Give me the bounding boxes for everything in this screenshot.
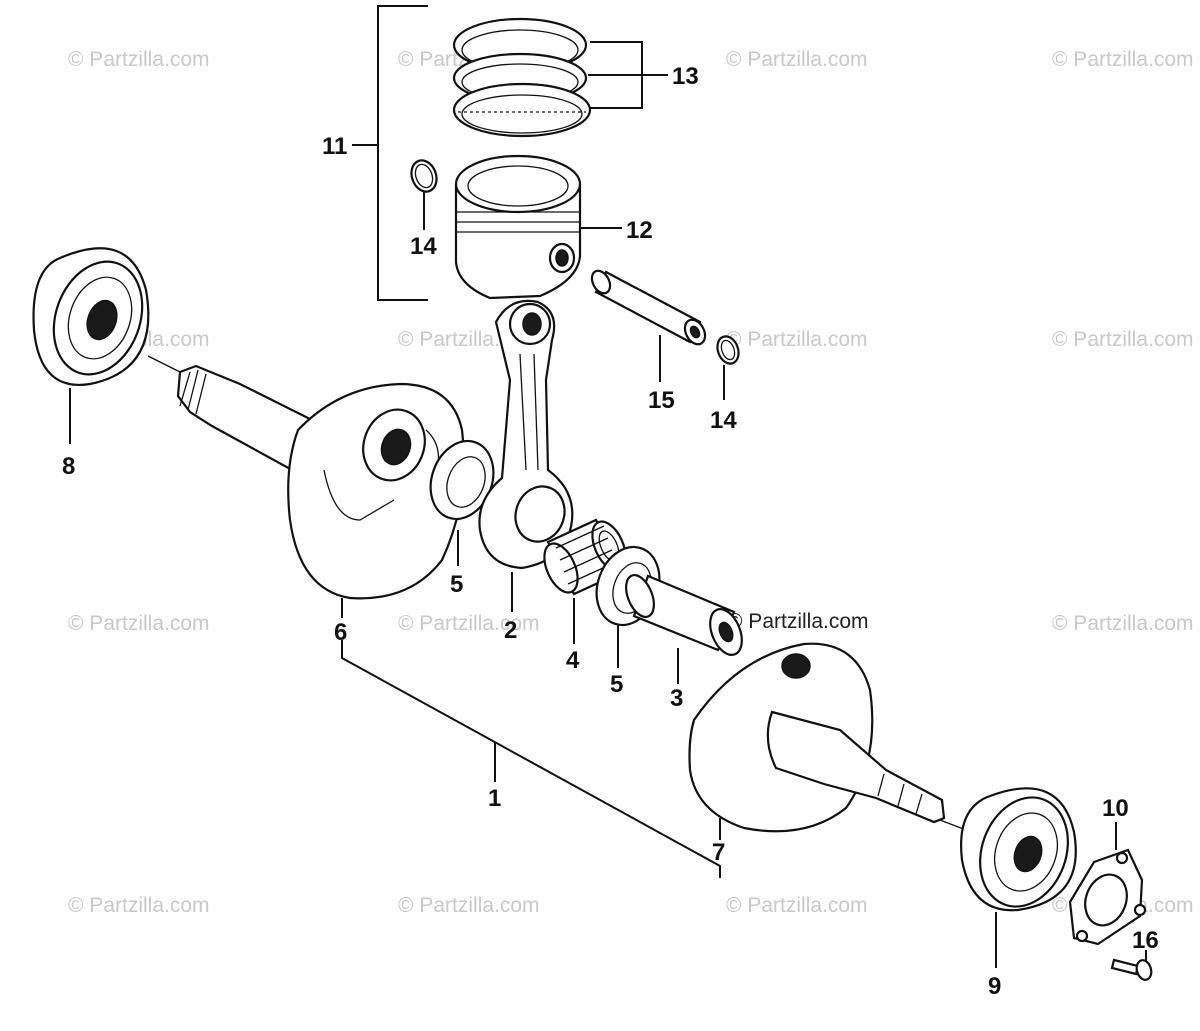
callout-3: 3 xyxy=(670,685,683,712)
callout-labels: 1 2 3 4 5 5 6 7 8 9 10 11 12 13 14 14 15… xyxy=(62,63,1159,1000)
callout-16: 16 xyxy=(1132,927,1159,954)
callout-13: 13 xyxy=(672,63,699,90)
watermark: © Partzilla.com xyxy=(1052,328,1194,351)
watermark: © Partzilla.com xyxy=(726,894,868,917)
watermark: © Partzilla.com xyxy=(68,48,210,71)
watermark: © Partzilla.com xyxy=(1052,48,1194,71)
bearing-right xyxy=(960,787,1077,912)
callout-14-right: 14 xyxy=(710,407,737,434)
callout-12: 12 xyxy=(626,217,653,244)
callout-2: 2 xyxy=(504,617,517,644)
watermark: © Partzilla.com xyxy=(68,894,210,917)
piston-rings xyxy=(452,17,592,138)
callout-10: 10 xyxy=(1102,795,1129,822)
callout-14-top: 14 xyxy=(410,233,437,260)
leader-lines xyxy=(69,5,1147,968)
crank-half-left xyxy=(176,364,465,600)
callout-15: 15 xyxy=(648,387,675,414)
piston xyxy=(454,154,582,300)
callout-1: 1 xyxy=(488,785,501,812)
watermark: © Partzilla.com xyxy=(1052,612,1194,635)
screw xyxy=(1110,958,1153,981)
circlip-top xyxy=(410,159,438,193)
bearing-left xyxy=(32,247,150,386)
watermark: © Partzilla.com xyxy=(726,328,868,351)
callout-5-left: 5 xyxy=(450,571,463,598)
watermark-layer: © Partzilla.com © Partzilla.com © Partzi… xyxy=(68,48,1194,917)
connecting-rod xyxy=(478,299,574,570)
callout-11: 11 xyxy=(322,133,347,160)
crank-half-right xyxy=(688,642,946,833)
watermark: © Partzilla.com xyxy=(726,48,868,71)
callout-9: 9 xyxy=(988,973,1001,1000)
callout-7: 7 xyxy=(712,839,725,866)
crank-pin xyxy=(625,574,743,656)
callout-5-right: 5 xyxy=(610,671,623,698)
retainer-plate xyxy=(1068,848,1147,946)
watermark: © Partzilla.com xyxy=(68,612,210,635)
circlip-right xyxy=(716,335,740,365)
callout-8: 8 xyxy=(62,453,75,480)
piston-pin xyxy=(590,269,707,346)
callout-4: 4 xyxy=(566,647,580,674)
callout-6: 6 xyxy=(334,619,347,646)
watermark: © Partzilla.com xyxy=(398,612,540,635)
watermark: © Partzilla.com xyxy=(727,610,869,633)
watermark: © Partzilla.com xyxy=(398,894,540,917)
